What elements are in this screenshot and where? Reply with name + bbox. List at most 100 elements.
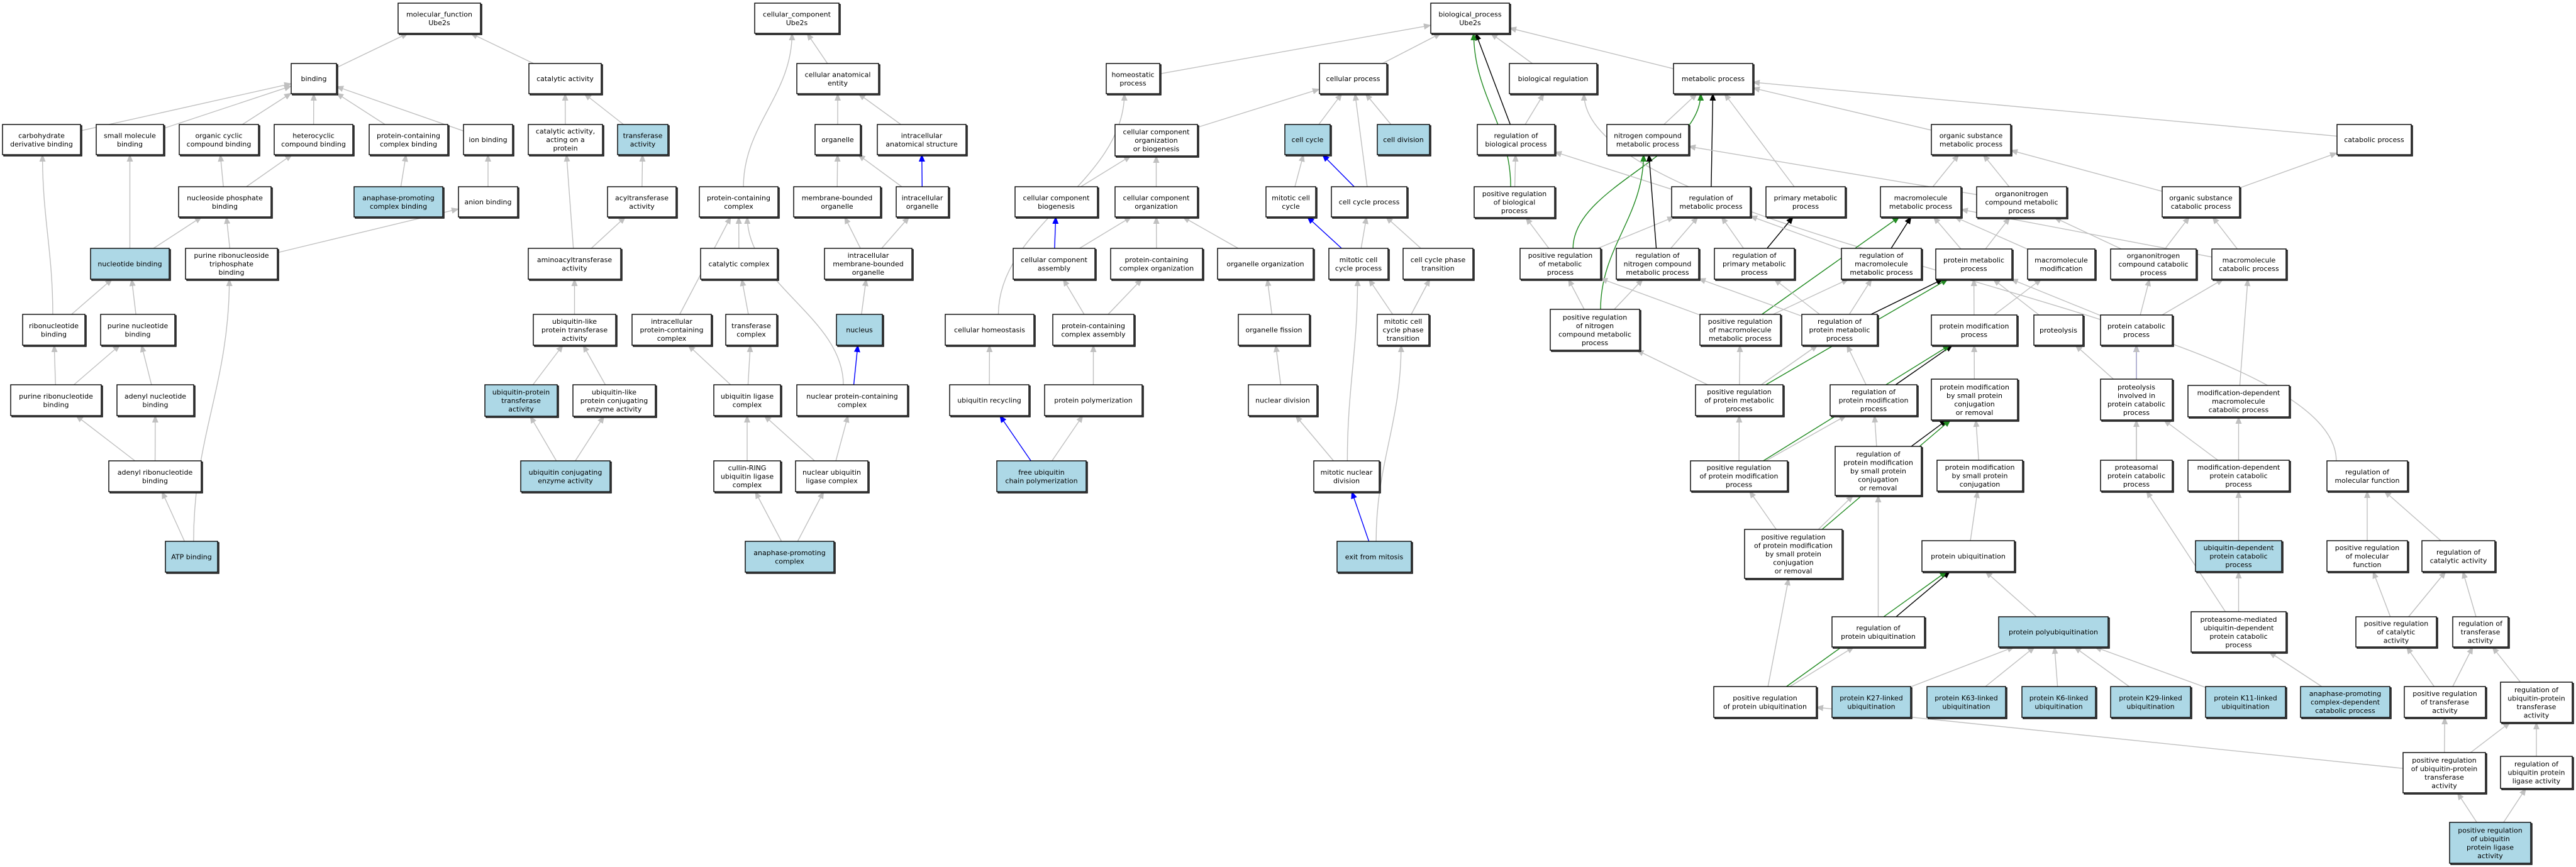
go-term-exit[interactable]: exit from mitosis [1336, 541, 1413, 574]
go-term-binding[interactable]: binding [291, 63, 338, 96]
go-term-bioreg[interactable]: biological regulation [1509, 63, 1599, 96]
go-term-anion[interactable]: anion binding [458, 186, 519, 219]
go-term-catalytic[interactable]: catalytic activity [528, 63, 603, 96]
go-term-cellproc[interactable]: cellular process [1319, 63, 1389, 96]
go-term-catab[interactable]: catabolic process [2336, 124, 2413, 157]
go-term-polyubi[interactable]: protein polyubiquitination [1998, 616, 2110, 649]
go-term-celldiv[interactable]: cell division [1377, 124, 1431, 157]
go-term-orgorg[interactable]: organelle organization [1217, 248, 1315, 281]
go-term-protubi[interactable]: protein ubiquitination [1921, 540, 2016, 573]
go-term-organelle[interactable]: organelle [814, 124, 862, 157]
go-term-cellhomeo[interactable]: cellular homeostasis [945, 314, 1036, 347]
go-term-ubrec[interactable]: ubiquitin recycling [949, 384, 1031, 417]
go-term-ccp[interactable]: cell cycle process [1331, 186, 1409, 219]
go-term-cellcycle[interactable]: cell cycle [1284, 124, 1332, 157]
go-term-atp[interactable]: ATP binding [165, 541, 219, 574]
go-term-nucleus[interactable]: nucleus [836, 314, 884, 347]
go-term-protpoly[interactable]: protein polymerization [1044, 384, 1144, 417]
go-term-proteolysis[interactable]: proteolysis [2033, 314, 2085, 347]
go-term-metab[interactable]: metabolic process [1673, 63, 1755, 96]
go-term-catcx[interactable]: catalytic complex [700, 248, 779, 281]
